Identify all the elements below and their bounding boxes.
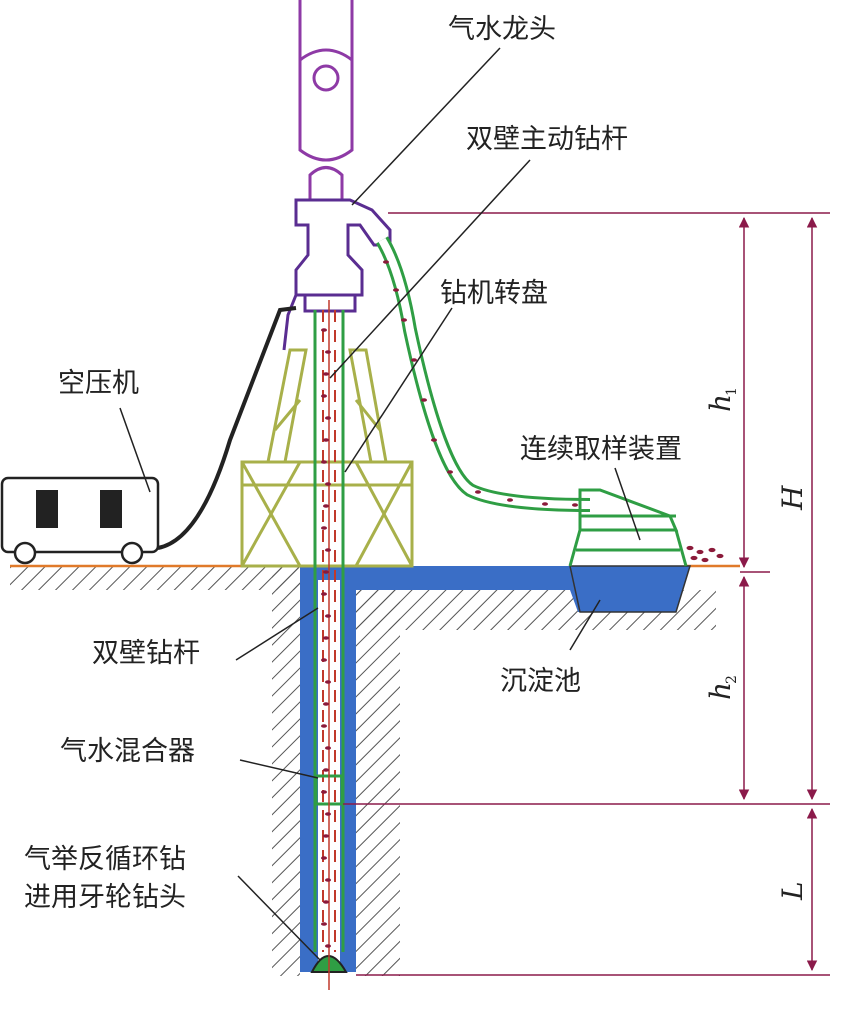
cutting-particle xyxy=(325,746,331,750)
cutting-particle xyxy=(325,944,331,948)
dim-h1-sub: 1 xyxy=(724,387,740,396)
cutting-particle xyxy=(447,470,453,474)
cutting-particle xyxy=(716,553,724,559)
cutting-particle xyxy=(325,680,331,684)
cutting-particle xyxy=(321,724,327,728)
cutting-particle xyxy=(701,557,709,563)
continuous-sampler xyxy=(568,488,688,567)
derrick-frame xyxy=(240,348,414,568)
cutting-particle xyxy=(323,768,329,772)
label-mixer: 气水混合器 xyxy=(60,736,195,767)
label-drill-pipe: 双壁钻杆 xyxy=(92,638,200,669)
cutting-particle xyxy=(325,482,331,486)
cutting-particle xyxy=(401,318,407,322)
dimension-lines xyxy=(343,212,830,976)
cutting-particle xyxy=(696,549,704,555)
cutting-particle xyxy=(323,504,329,508)
cutting-particle xyxy=(383,260,389,264)
dim-h2-sub: 2 xyxy=(724,675,740,684)
drill-pipe xyxy=(313,310,345,952)
cutting-particle xyxy=(325,614,331,618)
cutting-particle xyxy=(690,555,698,561)
cutting-particle xyxy=(325,812,331,816)
swivel-body xyxy=(282,198,392,351)
label-bit-line2: 进用牙轮钻头 xyxy=(24,882,186,913)
cutting-particle xyxy=(321,328,327,332)
cutting-particle xyxy=(323,636,329,640)
dim-h2-main: h xyxy=(704,682,737,700)
cutting-particle xyxy=(325,548,331,552)
cutting-particle xyxy=(431,438,437,442)
cutting-particle xyxy=(321,658,327,662)
cutting-particle xyxy=(323,372,329,376)
cutting-particle xyxy=(321,394,327,398)
label-settling-tank: 沉淀池 xyxy=(500,666,581,697)
cutting-particle xyxy=(323,702,329,706)
label-compressor: 空压机 xyxy=(58,368,139,399)
cutting-particle xyxy=(393,288,399,292)
air-compressor xyxy=(0,476,160,565)
hook-block xyxy=(298,0,354,202)
dim-h1: h 1 xyxy=(704,387,740,412)
settling-tank xyxy=(569,565,692,613)
cutting-particle xyxy=(708,547,716,553)
label-rotary-table: 钻机转盘 xyxy=(440,278,548,309)
cutting-particle xyxy=(411,358,417,362)
label-kelly: 双壁主动钻杆 xyxy=(466,124,628,155)
cutting-particle xyxy=(686,545,694,551)
dim-H: H xyxy=(776,485,809,511)
dim-h1-main: h xyxy=(704,394,737,412)
air-hose xyxy=(157,306,297,550)
label-bit-line1: 气举反循环钻 xyxy=(24,844,186,875)
cutting-particle xyxy=(572,503,578,507)
cuttings xyxy=(321,260,724,948)
cutting-particle xyxy=(323,834,329,838)
cutting-particle xyxy=(325,350,331,354)
dim-h2: h 2 xyxy=(704,675,740,700)
cutting-particle xyxy=(321,460,327,464)
cutting-particle xyxy=(323,438,329,442)
cutting-particle xyxy=(542,502,548,506)
cutting-particle xyxy=(507,498,513,502)
cutting-particle xyxy=(321,526,327,530)
cutting-particle xyxy=(323,900,329,904)
cutting-particle xyxy=(421,398,427,402)
ground-hatch xyxy=(10,566,716,976)
cutting-particle xyxy=(475,490,481,494)
cutting-particle xyxy=(321,790,327,794)
dim-L: L xyxy=(776,881,809,901)
cutting-particle xyxy=(321,922,327,926)
label-swivel: 气水龙头 xyxy=(448,14,556,45)
cutting-particle xyxy=(321,856,327,860)
cutting-particle xyxy=(323,570,329,574)
cutting-particle xyxy=(325,878,331,882)
leader-lines xyxy=(119,47,641,961)
label-sampler: 连续取样装置 xyxy=(520,434,682,465)
cutting-particle xyxy=(325,416,331,420)
cutting-particle xyxy=(321,592,327,596)
